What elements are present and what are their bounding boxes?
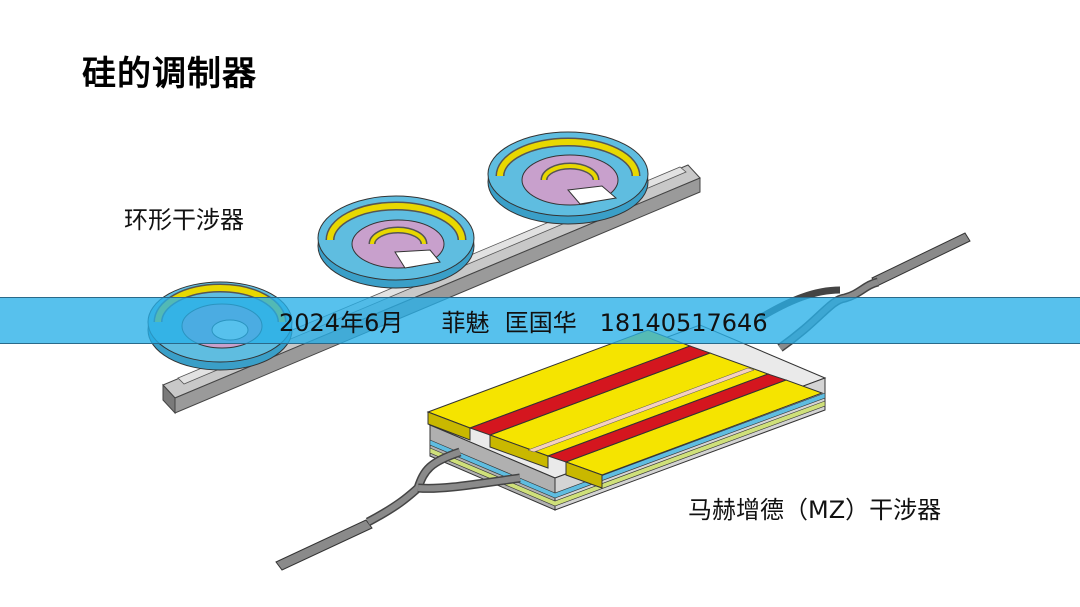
mz-phase-shifters [468,345,788,463]
ring-resonator-2 [317,195,475,289]
mz-input-waveguide [275,447,521,571]
info-banner [0,297,1080,344]
mz-interferometer-label: 马赫增德（MZ）干涉器 [688,496,942,524]
ring-resonator-3 [487,131,649,225]
info-banner-text: 2024年6月 菲魅 匡国华 18140517646 [279,309,768,337]
slide-title: 硅的调制器 [82,54,257,94]
ring-interferometer-label: 环形干涉器 [124,206,244,234]
